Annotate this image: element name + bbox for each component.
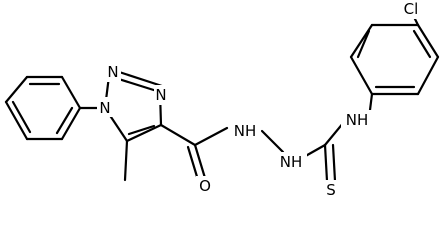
triazole-double-bond: [111, 68, 164, 88]
atom-label-hydrazide-nh-1: NH: [234, 122, 257, 140]
hydrazide-nn-bond: [260, 129, 285, 154]
atom-label-n2: N: [107, 63, 118, 81]
chlorophenyl-bond: [416, 55, 440, 96]
chlorophenyl-bond: [416, 23, 440, 59]
thiourea-bond: [323, 120, 346, 147]
atom-label-chlorine: Cl: [404, 0, 419, 18]
methyl-bond: [123, 139, 129, 182]
thione-double-bond: [323, 143, 329, 183]
carbonyl-chain-bond: [159, 123, 197, 147]
molecule-structure-diagram: N N N O NH NH NH S Cl: [4, 0, 440, 200]
phenyl-bond: [60, 75, 82, 110]
triazole-double-bond: [127, 124, 156, 136]
atom-label-sulfur: S: [326, 181, 336, 199]
chlorophenyl-bond: [349, 55, 374, 96]
phenyl-double-bond: [11, 100, 32, 134]
carbonyl-double-bond: [193, 143, 207, 180]
carbonyl-double-bond: [186, 145, 200, 182]
phenyl-double-bond: [55, 106, 74, 135]
atom-label-n3: N: [155, 86, 166, 104]
atom-label-carbonyl-oxygen: O: [199, 177, 211, 195]
atom-label-hydrazide-nh-2: NH: [280, 153, 303, 171]
phenyl-bond: [4, 100, 29, 141]
atom-label-thioamide-nh: NH: [346, 111, 369, 129]
carbonyl-nh-bond: [193, 126, 229, 147]
chlorophenyl-double-bond: [356, 29, 371, 59]
phenyl-bond: [4, 75, 29, 104]
nh-aryl-bond: [368, 92, 374, 112]
thione-double-bond: [331, 143, 337, 183]
bonds: [4, 13, 440, 183]
chlorophenyl-bond: [349, 23, 374, 59]
phenyl-bond: [60, 106, 82, 141]
chlorophenyl-double-bond: [412, 29, 432, 59]
atom-label-n1: N: [99, 99, 110, 117]
atom-labels: N N N O NH NH NH S Cl: [97, 0, 424, 200]
triazole-bond: [125, 123, 163, 143]
